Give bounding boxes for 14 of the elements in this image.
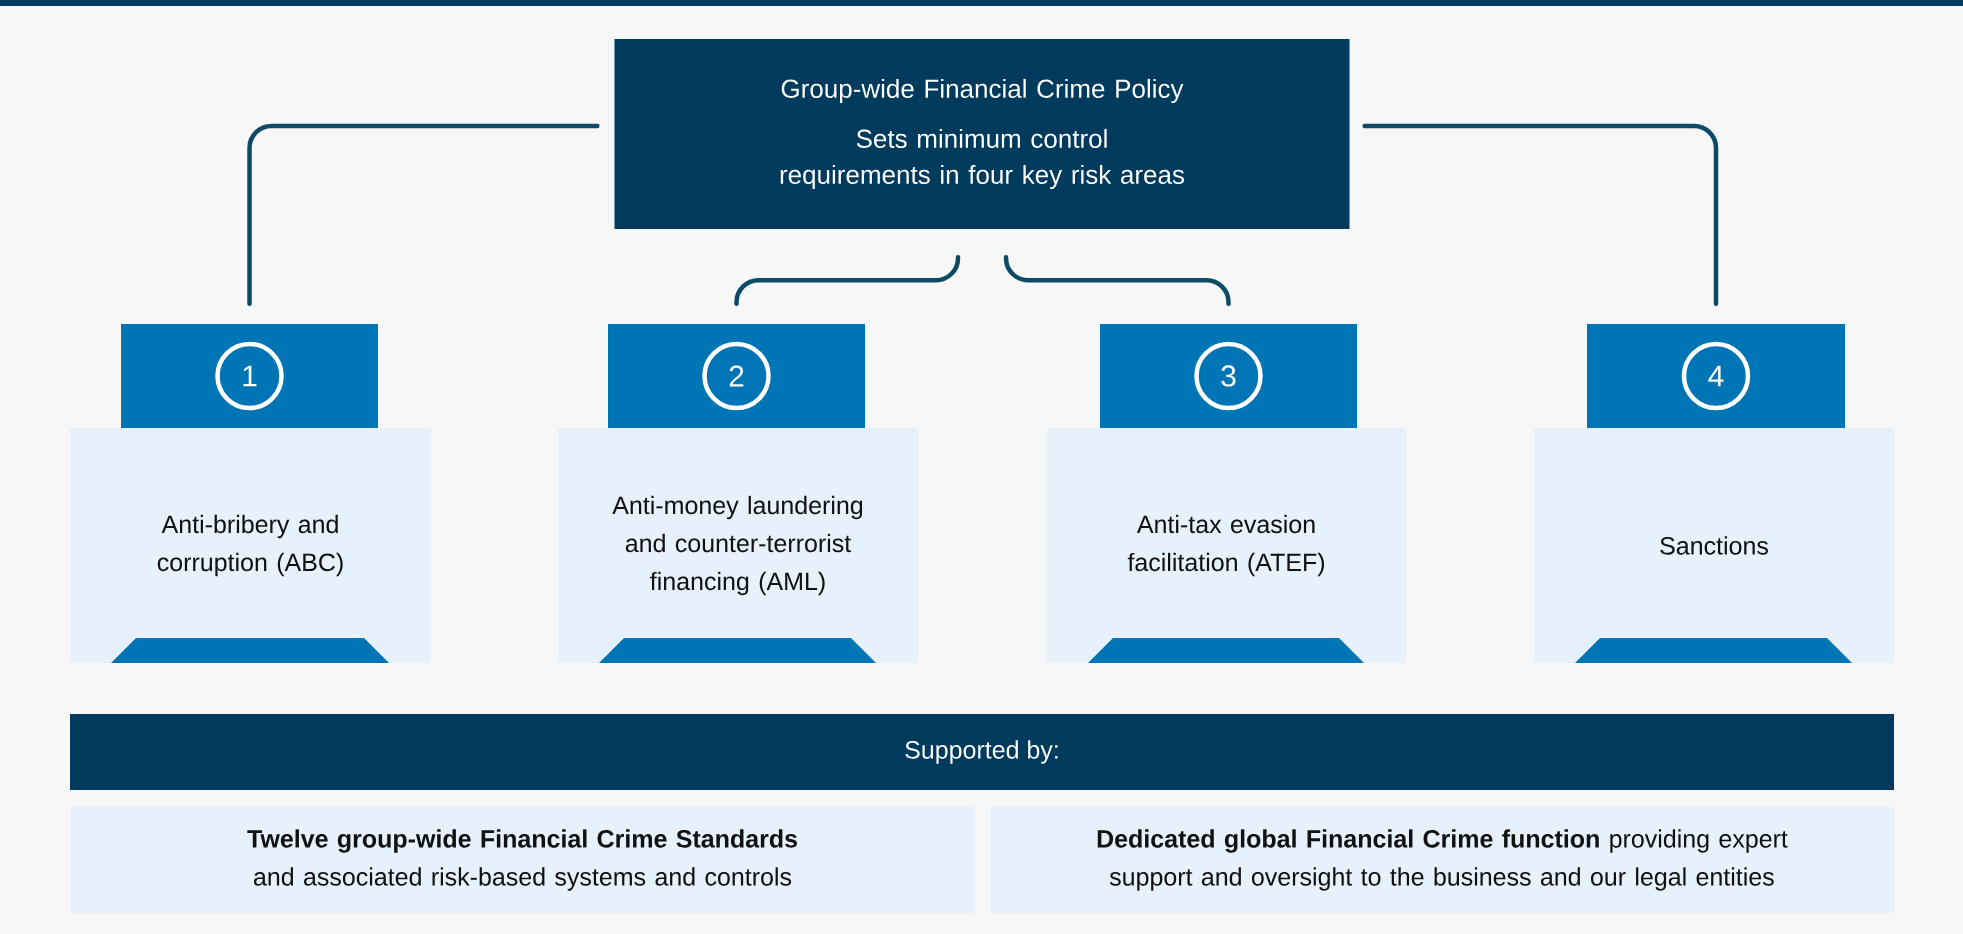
risk-area-box: Anti-money laundering and counter-terrorist financing (AML) <box>558 428 918 663</box>
support-box: Twelve group-wide Financial Crime Standards and associated risk-based systems and controls <box>70 807 975 913</box>
support-box: Dedicated global Financial Crime function providing expert support and oversight to the business and our legal entities <box>990 807 1894 913</box>
number-tab: 4 <box>1587 324 1845 428</box>
number-tab: 3 <box>1100 324 1357 428</box>
number-tab: 1 <box>121 324 378 428</box>
risk-area-box: Anti-bribery and corruption (ABC) <box>70 428 431 663</box>
policy-box: Group-wide Financial Crime Policy Sets minimum control requirements in four key risk areas <box>614 39 1350 229</box>
connector-line <box>1362 123 1719 307</box>
number-tab: 2 <box>608 324 865 428</box>
risk-area-box: Anti-tax evasion facilitation (ATEF) <box>1047 428 1406 663</box>
connector-line <box>247 123 600 307</box>
header-bar: Supported by: <box>70 714 1894 790</box>
risk-area-box: Sanctions <box>1534 428 1894 663</box>
